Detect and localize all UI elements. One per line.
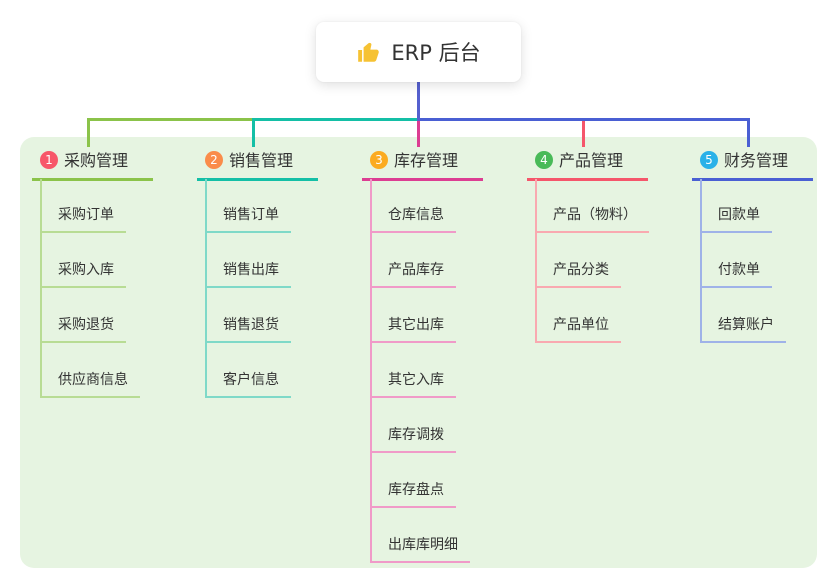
- child-label: 回款单: [700, 205, 772, 233]
- child-label: 采购入库: [40, 260, 126, 288]
- child-node[interactable]: 客户信息: [205, 369, 291, 398]
- connector-v-branch-5: [747, 118, 750, 147]
- branch-label: 销售管理: [229, 151, 294, 170]
- child-label: 仓库信息: [370, 205, 456, 233]
- connector-h-branch-2: [252, 118, 420, 121]
- branches-panel: [20, 137, 817, 568]
- child-node[interactable]: 其它出库: [370, 314, 456, 343]
- child-node[interactable]: 采购入库: [40, 259, 126, 288]
- child-node[interactable]: 供应商信息: [40, 369, 140, 398]
- branch-title-3[interactable]: 3 库存管理: [362, 148, 484, 181]
- branch-number-badge: 4: [535, 151, 553, 169]
- connector-v-branch-3: [417, 121, 420, 147]
- branch-1: 1 采购管理采购订单采购入库采购退货供应商信息: [32, 148, 154, 398]
- branch-5: 5 财务管理回款单付款单结算账户: [692, 148, 814, 343]
- child-label: 采购订单: [40, 205, 126, 233]
- child-label: 产品（物料）: [535, 205, 649, 233]
- child-label: 结算账户: [700, 315, 786, 343]
- branch-4: 4 产品管理产品（物料） 产品分类产品单位: [527, 148, 649, 343]
- child-node[interactable]: 产品单位: [535, 314, 621, 343]
- branch-title-1[interactable]: 1 采购管理: [32, 148, 154, 181]
- child-node[interactable]: 产品库存: [370, 259, 456, 288]
- child-label: 产品分类: [535, 260, 621, 288]
- child-label: 供应商信息: [40, 370, 140, 398]
- child-label: 产品库存: [370, 260, 456, 288]
- child-label: 客户信息: [205, 370, 291, 398]
- child-node[interactable]: 采购退货: [40, 314, 126, 343]
- child-label: 库存盘点: [370, 480, 456, 508]
- branch-number-badge: 5: [700, 151, 718, 169]
- branch-label: 库存管理: [394, 151, 459, 170]
- branch-3: 3 库存管理仓库信息产品库存其它出库其它入库库存调拨库存盘点出库库明细: [362, 148, 484, 563]
- connector-h-branch-5: [417, 118, 750, 121]
- child-node[interactable]: 销售退货: [205, 314, 291, 343]
- child-label: 产品单位: [535, 315, 621, 343]
- child-label: 付款单: [700, 260, 772, 288]
- child-node[interactable]: 其它入库: [370, 369, 456, 398]
- branch-child-line: [700, 179, 702, 342]
- connector-v-branch-2: [252, 118, 255, 147]
- branch-title-5[interactable]: 5 财务管理: [692, 148, 814, 181]
- branch-child-line: [535, 179, 537, 342]
- thumbs-up-icon: [356, 39, 382, 65]
- child-label: 其它出库: [370, 315, 456, 343]
- branch-2: 2 销售管理销售订单销售出库销售退货客户信息: [197, 148, 319, 398]
- branch-child-line: [370, 179, 372, 562]
- child-node[interactable]: 库存盘点: [370, 479, 456, 508]
- child-label: 销售出库: [205, 260, 291, 288]
- child-label: 出库库明细: [370, 535, 470, 563]
- child-node[interactable]: 结算账户: [700, 314, 786, 343]
- child-label: 采购退货: [40, 315, 126, 343]
- root-node[interactable]: ERP 后台: [316, 22, 521, 82]
- child-node[interactable]: 销售出库: [205, 259, 291, 288]
- branch-number-badge: 1: [40, 151, 58, 169]
- branch-number-badge: 3: [370, 151, 388, 169]
- child-label: 其它入库: [370, 370, 456, 398]
- child-label: 库存调拨: [370, 425, 456, 453]
- branch-label: 财务管理: [724, 151, 789, 170]
- child-node[interactable]: 回款单: [700, 204, 772, 233]
- branch-title-2[interactable]: 2 销售管理: [197, 148, 319, 181]
- branch-label: 产品管理: [559, 151, 624, 170]
- connector-v-branch-4: [582, 121, 585, 147]
- child-node[interactable]: 付款单: [700, 259, 772, 288]
- child-node[interactable]: 库存调拨: [370, 424, 456, 453]
- child-node[interactable]: 仓库信息: [370, 204, 456, 233]
- root-label: ERP 后台: [391, 41, 481, 65]
- branch-title-4[interactable]: 4 产品管理: [527, 148, 649, 181]
- child-node[interactable]: 产品分类: [535, 259, 621, 288]
- child-node[interactable]: 销售订单: [205, 204, 291, 233]
- child-label: 销售退货: [205, 315, 291, 343]
- connector-v-branch-1: [87, 118, 90, 147]
- connector-root: [417, 80, 420, 121]
- branch-label: 采购管理: [64, 151, 129, 170]
- branch-number-badge: 2: [205, 151, 223, 169]
- branch-child-line: [205, 179, 207, 397]
- child-node[interactable]: 采购订单: [40, 204, 126, 233]
- child-node[interactable]: 产品（物料）: [535, 204, 649, 233]
- child-node[interactable]: 出库库明细: [370, 534, 470, 563]
- branch-child-line: [40, 179, 42, 397]
- child-label: 销售订单: [205, 205, 291, 233]
